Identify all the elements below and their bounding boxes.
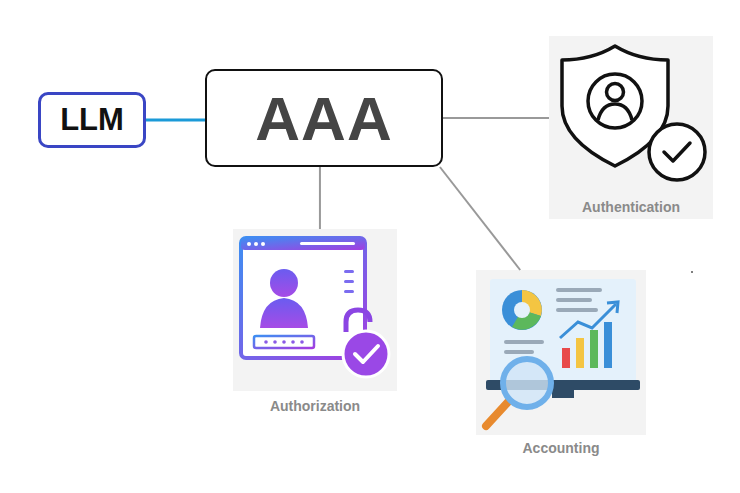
authorization-icon [233,229,397,391]
node-label: Authorization [270,397,360,415]
connector-line [443,117,549,119]
node-label: Authentication [582,198,680,216]
connector-line [319,167,321,229]
connector-line [440,167,520,270]
accounting-icon [476,270,646,435]
node-label: Accounting [523,439,600,457]
node-label: LLM [60,102,124,138]
stray-dot [691,271,693,273]
authentication-icon [549,36,713,219]
icon-panel: Authorization [233,229,397,416]
node-label: AAA [255,83,392,154]
aaa-box: AAA [205,69,443,167]
connector-line [146,118,205,121]
llm-box: LLM [38,92,146,148]
icon-panel: Authentication [549,36,713,219]
icon-panel: Accounting [476,270,646,458]
